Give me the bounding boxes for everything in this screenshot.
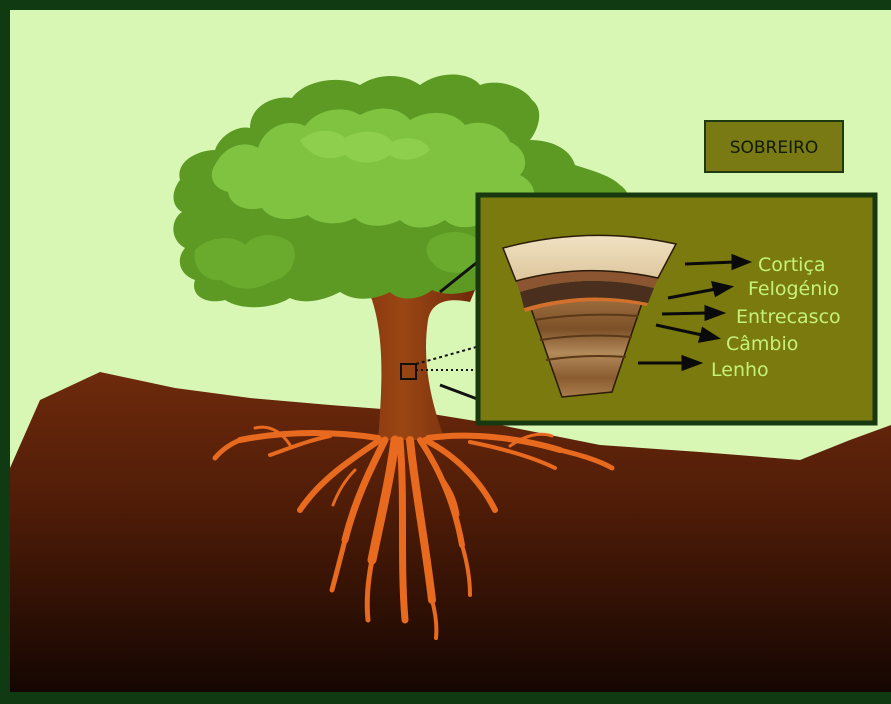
arrow-cortica [685, 262, 735, 264]
arrow-entrecasco [662, 313, 708, 314]
title-label: SOBREIRO [730, 138, 819, 158]
label-felogenio: Felogénio [748, 278, 839, 300]
title-box: SOBREIRO [705, 121, 843, 172]
bark-detail-panel: Cortiça Felogénio Entrecasco Câmbio Lenh… [478, 195, 875, 423]
label-lenho: Lenho [711, 359, 769, 381]
label-cambio: Câmbio [726, 333, 798, 355]
label-cortica: Cortiça [758, 254, 826, 276]
label-entrecasco: Entrecasco [736, 306, 841, 328]
